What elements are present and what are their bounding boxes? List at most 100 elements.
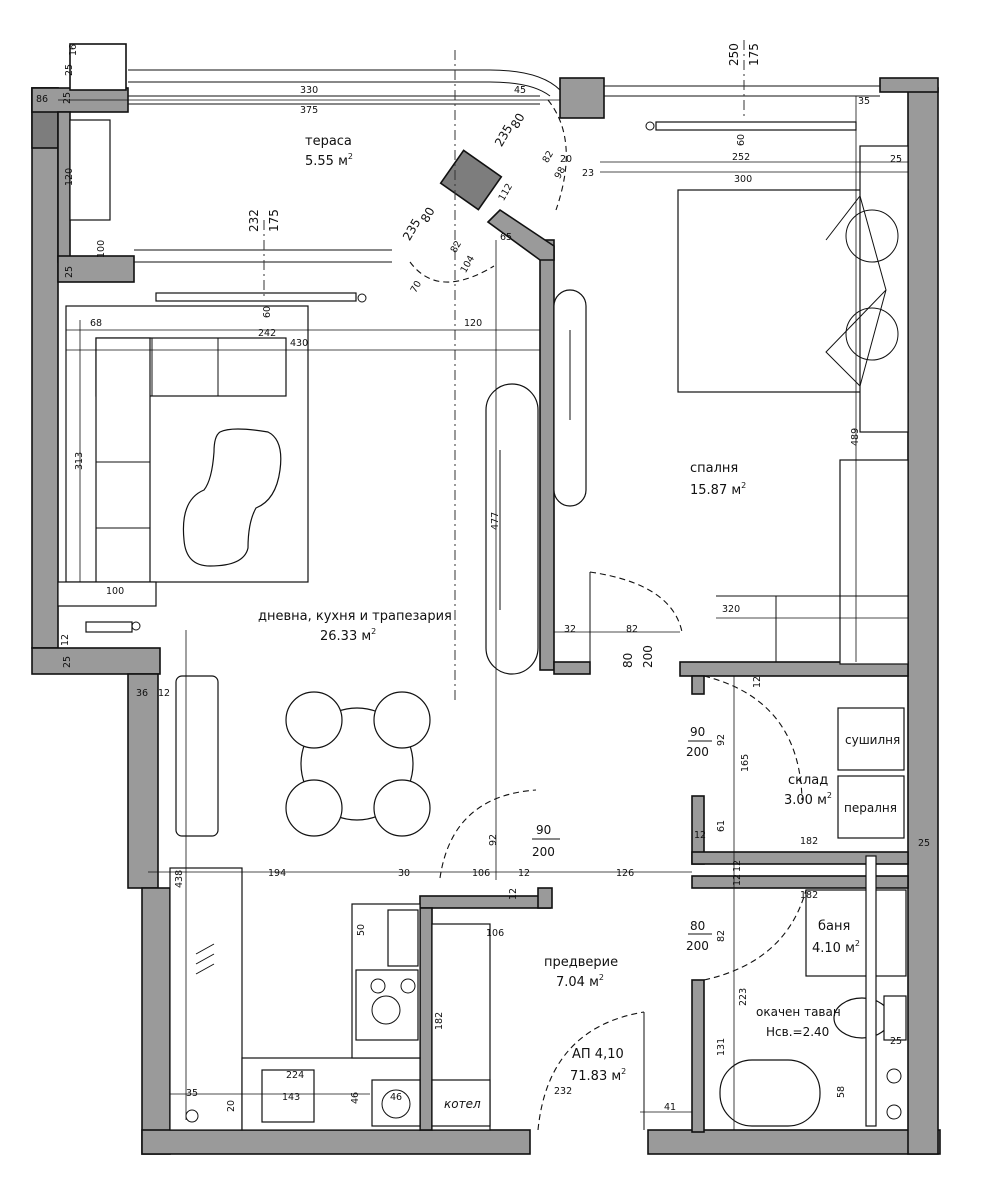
svg-text:12: 12	[694, 830, 706, 841]
wall-hall-left	[419, 907, 433, 1131]
toilet-tank	[883, 995, 907, 1041]
dishwasher	[371, 1079, 421, 1127]
shower-tray	[805, 889, 907, 977]
living-name: дневна, кухня и трапезария	[258, 609, 452, 624]
apartment-area: 71.83 м2	[570, 1067, 626, 1084]
svg-text:86: 86	[36, 94, 48, 105]
hob	[355, 969, 419, 1041]
hall-area: 7.04 м2	[556, 973, 604, 990]
svg-text:60: 60	[262, 306, 273, 318]
svg-text:489: 489	[850, 428, 861, 446]
kitchen-counter-left	[169, 867, 243, 1131]
svg-text:224: 224	[286, 1070, 304, 1081]
wall-bedroom-bottom-left	[553, 661, 591, 675]
hob-ring-3	[400, 978, 416, 994]
door-bedroom-h: 200	[641, 645, 655, 668]
svg-text:98: 98	[553, 165, 569, 181]
wall-step-top	[31, 647, 161, 675]
bedroom-area: 15.87 м2	[690, 481, 746, 498]
radiator-valve-icon	[357, 293, 367, 303]
svg-text:58: 58	[836, 1086, 847, 1098]
radiator-small	[85, 621, 133, 633]
svg-text:46: 46	[350, 1092, 361, 1104]
bed-headboard	[859, 145, 909, 433]
svg-text:131: 131	[716, 1038, 727, 1056]
living-area: 26.33 м2	[320, 627, 376, 644]
door-swing-terrace-2	[547, 99, 567, 211]
svg-text:252: 252	[732, 152, 750, 163]
svg-text:92: 92	[488, 834, 499, 846]
svg-text:82: 82	[626, 624, 638, 635]
svg-text:12: 12	[732, 874, 743, 886]
terrace-name: тераса	[305, 134, 352, 149]
dryer-label: сушилня	[845, 733, 900, 747]
svg-text:120: 120	[64, 168, 75, 186]
svg-text:61: 61	[716, 820, 727, 832]
svg-text:25: 25	[918, 838, 930, 849]
hob-ring-1	[371, 995, 401, 1025]
door-terrace-2-w: 80	[418, 205, 438, 225]
hob-ring-2	[370, 978, 386, 994]
door-bedroom-w: 80	[621, 653, 635, 668]
svg-text:25: 25	[62, 656, 73, 668]
wall-storage-left-top	[691, 675, 705, 695]
window-liv-w: 232	[247, 209, 261, 232]
wall-kitchen-left	[141, 887, 171, 1155]
sofa-side	[95, 337, 151, 583]
chair-3	[285, 779, 343, 837]
room-labels: тераса 5.55 м2 спалня 15.87 м2 дневна, к…	[258, 134, 900, 1111]
svg-text:320: 320	[722, 604, 740, 615]
storage-name: склад	[788, 773, 828, 788]
svg-text:25: 25	[890, 1036, 902, 1047]
chair-4	[373, 779, 431, 837]
svg-text:300: 300	[734, 174, 752, 185]
svg-text:313: 313	[74, 452, 85, 470]
wall-bottom-left	[141, 1129, 531, 1155]
svg-text:35: 35	[186, 1088, 198, 1099]
coffee-table	[182, 428, 282, 567]
bathtub	[719, 1059, 821, 1127]
toilet	[833, 997, 891, 1039]
chair-2	[373, 691, 431, 749]
window-bed-h: 175	[747, 43, 761, 66]
sink-round	[381, 1089, 411, 1119]
terrace-railing	[69, 69, 880, 302]
svg-text:92: 92	[716, 734, 727, 746]
storage-area: 3.00 м2	[784, 791, 832, 808]
wall-step-vertical	[127, 673, 159, 889]
wall-terrace-left-inner	[57, 111, 71, 263]
svg-text:242: 242	[258, 328, 276, 339]
wardrobe-living	[485, 383, 539, 675]
drain-icon	[886, 1104, 902, 1120]
svg-text:182: 182	[800, 836, 818, 847]
washer-label: пералня	[844, 801, 897, 815]
wall-storage-bottom	[691, 851, 909, 865]
kitchen-mark	[195, 943, 215, 975]
svg-text:16: 16	[68, 44, 79, 56]
door-bath-w: 80	[690, 919, 705, 933]
terrace-area: 5.55 м2	[305, 152, 353, 169]
wall-corner-top	[559, 77, 605, 119]
dimension-lines	[58, 96, 908, 1130]
svg-text:41: 41	[664, 1102, 676, 1113]
radiator-valve-icon-3	[131, 621, 141, 631]
svg-text:430: 430	[290, 338, 308, 349]
pillow-2	[845, 307, 899, 361]
svg-text:12: 12	[158, 688, 170, 699]
svg-text:60: 60	[736, 134, 747, 146]
svg-text:32: 32	[564, 624, 576, 635]
wall-bath-top	[691, 875, 909, 889]
dimension-values: 16 25 86 25 330 45 375 35 60 252 25 300 …	[36, 44, 930, 1113]
radiator-bedroom	[655, 121, 857, 131]
svg-text:232: 232	[554, 1086, 572, 1097]
svg-text:12: 12	[508, 888, 519, 900]
svg-text:82: 82	[541, 149, 557, 165]
radiator-valve-icon-2	[645, 121, 655, 131]
washer-box	[837, 775, 905, 839]
svg-text:65: 65	[500, 232, 512, 243]
wall-terrace-bottom	[57, 255, 135, 283]
dining-set	[285, 691, 431, 837]
bath-pipe	[865, 855, 877, 1127]
svg-text:25: 25	[890, 154, 902, 165]
